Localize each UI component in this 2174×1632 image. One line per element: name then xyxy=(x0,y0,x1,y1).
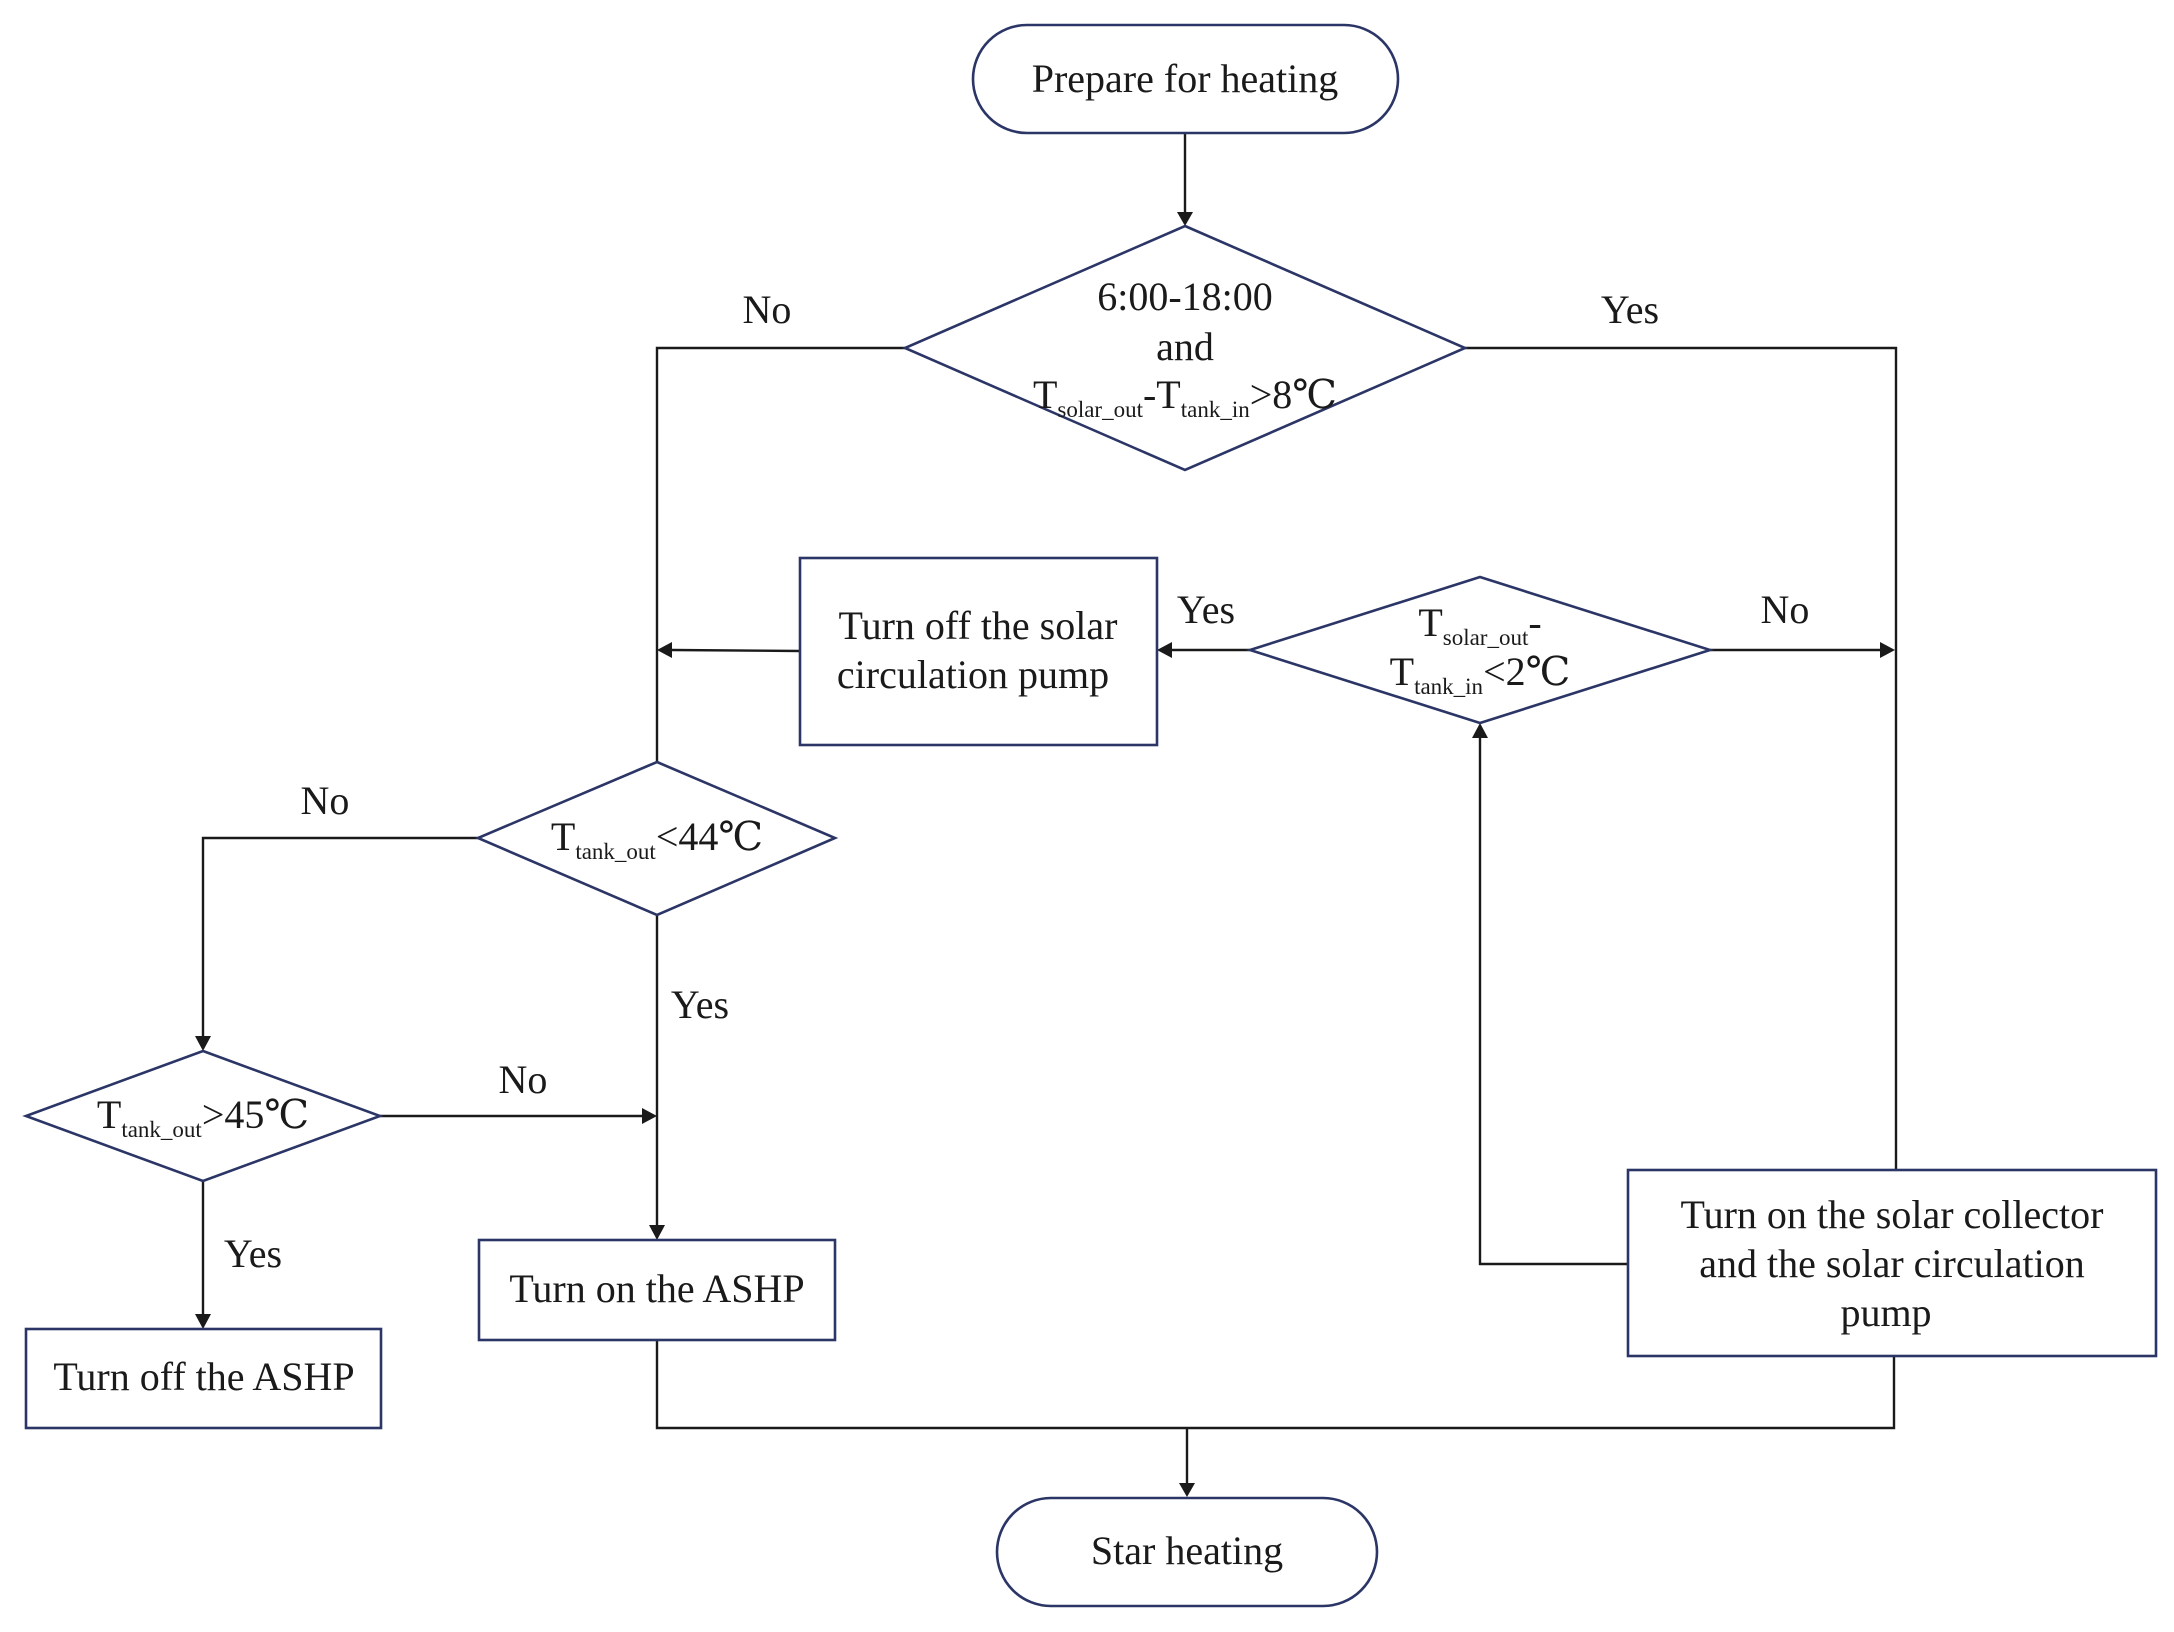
arrowhead xyxy=(1177,212,1193,226)
decision-time-shape xyxy=(901,224,1469,472)
arrowhead xyxy=(1472,723,1488,738)
decision-time-line1: 6:00-18:00 xyxy=(1097,274,1273,319)
label-t45-no: No xyxy=(499,1057,548,1102)
decision-diff-line2: Ttank_in<2℃ xyxy=(1390,649,1571,699)
turn-on-ashp-label: Turn on the ASHP xyxy=(509,1266,804,1311)
turn-off-solar-pump-line2: circulation pump xyxy=(837,652,1109,697)
end-terminator: Star heating xyxy=(995,1496,1379,1608)
end-shape xyxy=(995,1496,1379,1608)
connectors xyxy=(195,133,1898,1497)
label-t45-yes: Yes xyxy=(224,1231,282,1276)
edge-solar-on-loop xyxy=(1478,738,1628,1266)
arrowhead xyxy=(1880,642,1895,658)
process-turn-on-ashp: Turn on the ASHP xyxy=(477,1238,837,1342)
edge-ashp-to-end xyxy=(655,1340,1896,1430)
arrowhead xyxy=(642,1108,657,1124)
edge-time-yes xyxy=(1465,346,1898,1170)
turn-on-solar-line3: pump xyxy=(1840,1290,1931,1335)
decision-tank-below-44: Ttank_out<44℃ xyxy=(474,760,839,917)
edge-pump-off-to-left xyxy=(671,648,801,653)
turn-off-ashp-shape xyxy=(24,1327,383,1430)
label-t44-yes: Yes xyxy=(671,982,729,1027)
decision-temp-difference: Tsolar_out- Ttank_in<2℃ xyxy=(1245,575,1715,725)
decision-t45-shape xyxy=(22,1049,384,1183)
turn-off-ashp-label: Turn off the ASHP xyxy=(53,1354,354,1399)
decision-t45-label: Ttank_out>45℃ xyxy=(97,1092,309,1142)
edge-t44-no xyxy=(201,836,478,1036)
turn-on-solar-line1: Turn on the solar collector xyxy=(1681,1192,2104,1237)
label-time-no: No xyxy=(743,287,792,332)
decision-diff-line1: Tsolar_out- xyxy=(1418,600,1541,650)
arrowhead xyxy=(1157,642,1172,658)
process-turn-off-solar-pump: Turn off the solar circulation pump xyxy=(798,556,1159,747)
decision-t44-label: Ttank_out<44℃ xyxy=(551,814,763,864)
arrowhead xyxy=(195,1036,211,1051)
start-shape xyxy=(971,23,1400,135)
arrowhead xyxy=(195,1314,211,1329)
turn-off-solar-pump-line1: Turn off the solar xyxy=(839,603,1118,648)
arrowhead xyxy=(1179,1483,1195,1497)
decision-diff-shape xyxy=(1245,575,1715,725)
decision-tank-above-45: Ttank_out>45℃ xyxy=(22,1049,384,1183)
process-turn-off-ashp: Turn off the ASHP xyxy=(24,1327,383,1430)
decision-time-window: 6:00-18:00 and Tsolar_out-Ttank_in>8℃ xyxy=(901,224,1469,472)
turn-on-ashp-shape xyxy=(477,1238,837,1342)
process-turn-on-solar-collector: Turn on the solar collector and the sola… xyxy=(1626,1168,2158,1358)
decision-t44-shape xyxy=(474,760,839,917)
end-label: Star heating xyxy=(1091,1528,1283,1573)
arrowhead xyxy=(657,642,672,658)
turn-off-solar-pump-shape xyxy=(798,556,1159,747)
start-terminator: Prepare for heating xyxy=(971,23,1400,135)
label-time-yes: Yes xyxy=(1601,287,1659,332)
decision-time-line3: Tsolar_out-Ttank_in>8℃ xyxy=(1033,372,1337,422)
label-t44-no: No xyxy=(301,778,350,823)
edge-time-no xyxy=(655,346,905,762)
label-diff-yes: Yes xyxy=(1177,587,1235,632)
edge-labels: No Yes Yes No No Yes No Yes xyxy=(224,287,1810,1276)
start-label: Prepare for heating xyxy=(1032,56,1339,101)
arrowhead xyxy=(649,1225,665,1240)
turn-on-solar-line2: and the solar circulation xyxy=(1699,1241,2084,1286)
label-diff-no: No xyxy=(1761,587,1810,632)
decision-time-line2: and xyxy=(1156,324,1214,369)
turn-on-solar-shape xyxy=(1626,1168,2158,1358)
